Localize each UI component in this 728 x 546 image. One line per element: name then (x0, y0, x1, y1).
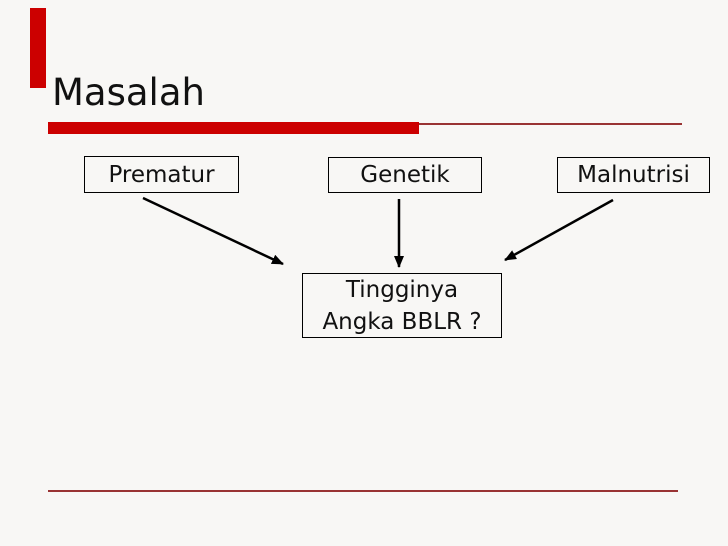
cause-box-genetik-label: Genetik (360, 162, 450, 188)
effect-box-bblr: Tingginya Angka BBLR ? (302, 273, 502, 338)
effect-box-line1: Tingginya (345, 276, 459, 303)
top-left-accent-bar (30, 8, 46, 88)
cause-box-prematur: Prematur (84, 156, 239, 193)
footer-rule (48, 490, 678, 492)
arrow-prematur-to-effect-icon (142, 196, 284, 266)
arrow-malnutrisi-to-effect-icon (504, 198, 614, 262)
cause-box-genetik: Genetik (328, 157, 482, 193)
cause-box-malnutrisi: Malnutrisi (557, 157, 710, 193)
slide-title: Masalah (52, 71, 205, 114)
cause-box-prematur-label: Prematur (108, 161, 215, 188)
title-underline-thick (48, 122, 419, 134)
title-underline-thin (419, 123, 682, 125)
effect-box-line2: Angka BBLR ? (322, 308, 482, 335)
cause-box-malnutrisi-label: Malnutrisi (577, 162, 690, 188)
